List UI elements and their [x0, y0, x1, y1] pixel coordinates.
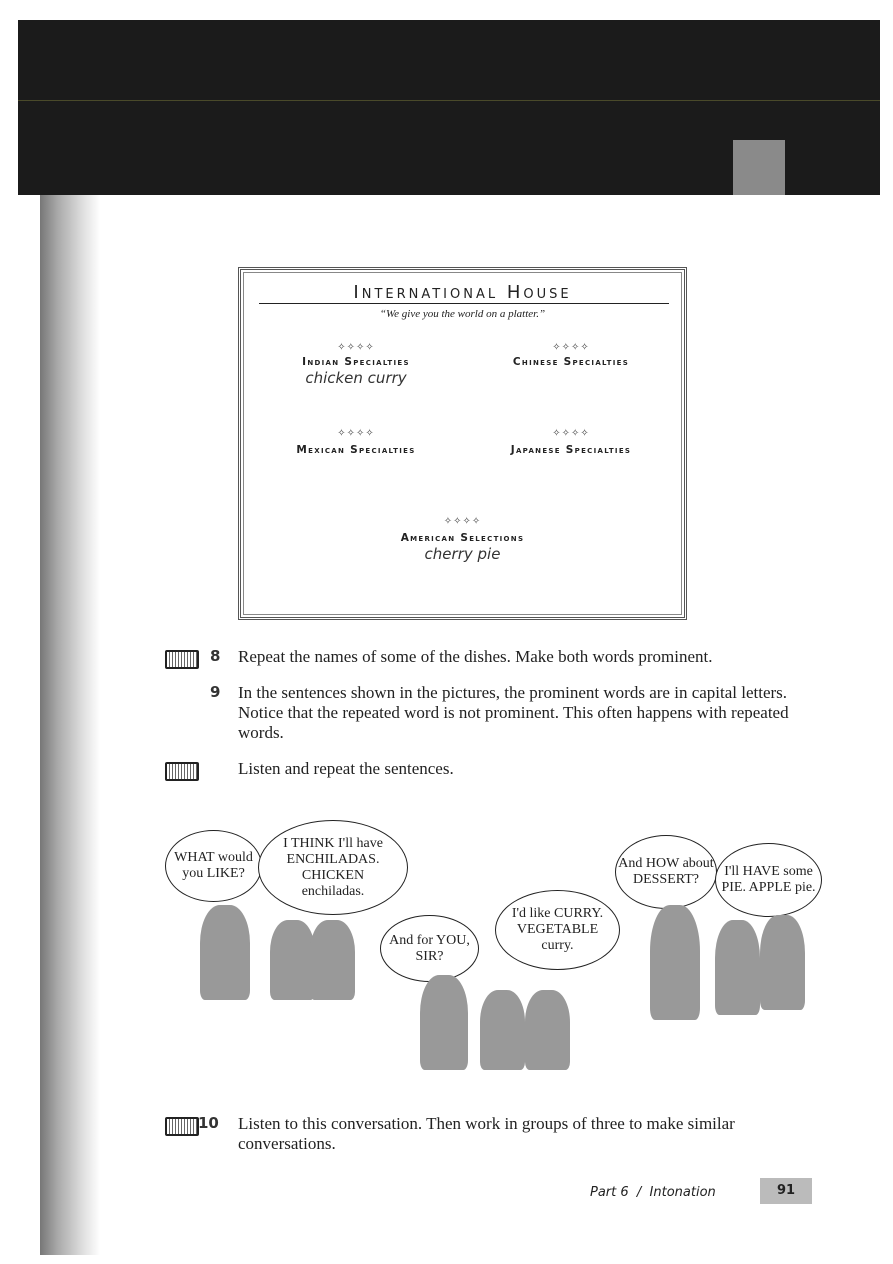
waitress-figure — [650, 905, 700, 1020]
cartoon-panel-3: And HOW about DESSERT? I'll HAVE some PI… — [610, 835, 825, 1025]
speech-bubble: I'd like CURRY. VEGETABLE curry. — [495, 890, 620, 970]
cartoon-panel-1: WHAT would you LIKE? I THINK I'll have E… — [160, 820, 420, 1000]
customer-figure — [270, 920, 315, 1000]
ornament-icon: ✧✧✧✧ — [337, 342, 375, 353]
customer-figure — [525, 990, 570, 1070]
menu-heading: Japanese Specialties — [510, 444, 632, 456]
waitress-figure — [200, 905, 250, 1000]
speech-bubble: WHAT would you LIKE? — [165, 830, 262, 902]
footer-section: Part 6 / Intonation — [590, 1185, 716, 1200]
menu-dish: chicken curry — [305, 369, 407, 387]
page-number: 91 — [760, 1178, 812, 1204]
customer-figure — [480, 990, 525, 1070]
audio-tape-icon — [165, 1117, 199, 1136]
ornament-icon: ✧✧✧✧ — [552, 428, 590, 439]
exercise-number: 10 — [198, 1114, 219, 1132]
speech-bubble: I THINK I'll have ENCHILADAS. CHICKEN en… — [258, 820, 408, 915]
binding-shadow — [40, 195, 100, 1255]
speech-bubble: And HOW about DESSERT? — [615, 835, 717, 909]
page-tab — [733, 140, 785, 195]
audio-tape-icon — [165, 762, 199, 781]
customer-figure — [760, 915, 805, 1010]
divider — [259, 303, 669, 304]
restaurant-menu: International House “We give you the wor… — [238, 267, 687, 620]
menu-title: International House — [353, 282, 572, 303]
cartoon-panel-2: And for YOU, SIR? I'd like CURRY. VEGETA… — [380, 890, 630, 1075]
speech-bubble: And for YOU, SIR? — [380, 915, 479, 982]
exercise-text: Listen to this conversation. Then work i… — [238, 1114, 735, 1153]
menu-heading: American Selections — [400, 532, 525, 544]
waitress-figure — [420, 975, 468, 1070]
exercise-text: Listen and repeat the sentences. — [238, 759, 454, 778]
menu-heading: Chinese Specialties — [512, 356, 630, 368]
exercise-text: Repeat the names of some of the dishes. … — [238, 647, 713, 666]
audio-tape-icon — [165, 650, 199, 669]
customer-figure — [715, 920, 760, 1015]
scan-line — [18, 100, 880, 101]
menu-heading: Mexican Specialties — [296, 444, 416, 456]
exercise-number: 8 — [210, 647, 221, 665]
customer-figure — [310, 920, 355, 1000]
ornament-icon: ✧✧✧✧ — [552, 342, 590, 353]
exercise-text: In the sentences shown in the pictures, … — [238, 683, 789, 742]
menu-dish: cherry pie — [424, 545, 501, 563]
ornament-icon: ✧✧✧✧ — [443, 516, 482, 527]
menu-heading: Indian Specialties — [302, 356, 410, 368]
ornament-icon: ✧✧✧✧ — [337, 428, 375, 439]
menu-tagline: “We give you the world on a platter.” — [379, 308, 546, 320]
exercise-number: 9 — [210, 683, 221, 701]
speech-bubble: I'll HAVE some PIE. APPLE pie. — [715, 843, 822, 917]
